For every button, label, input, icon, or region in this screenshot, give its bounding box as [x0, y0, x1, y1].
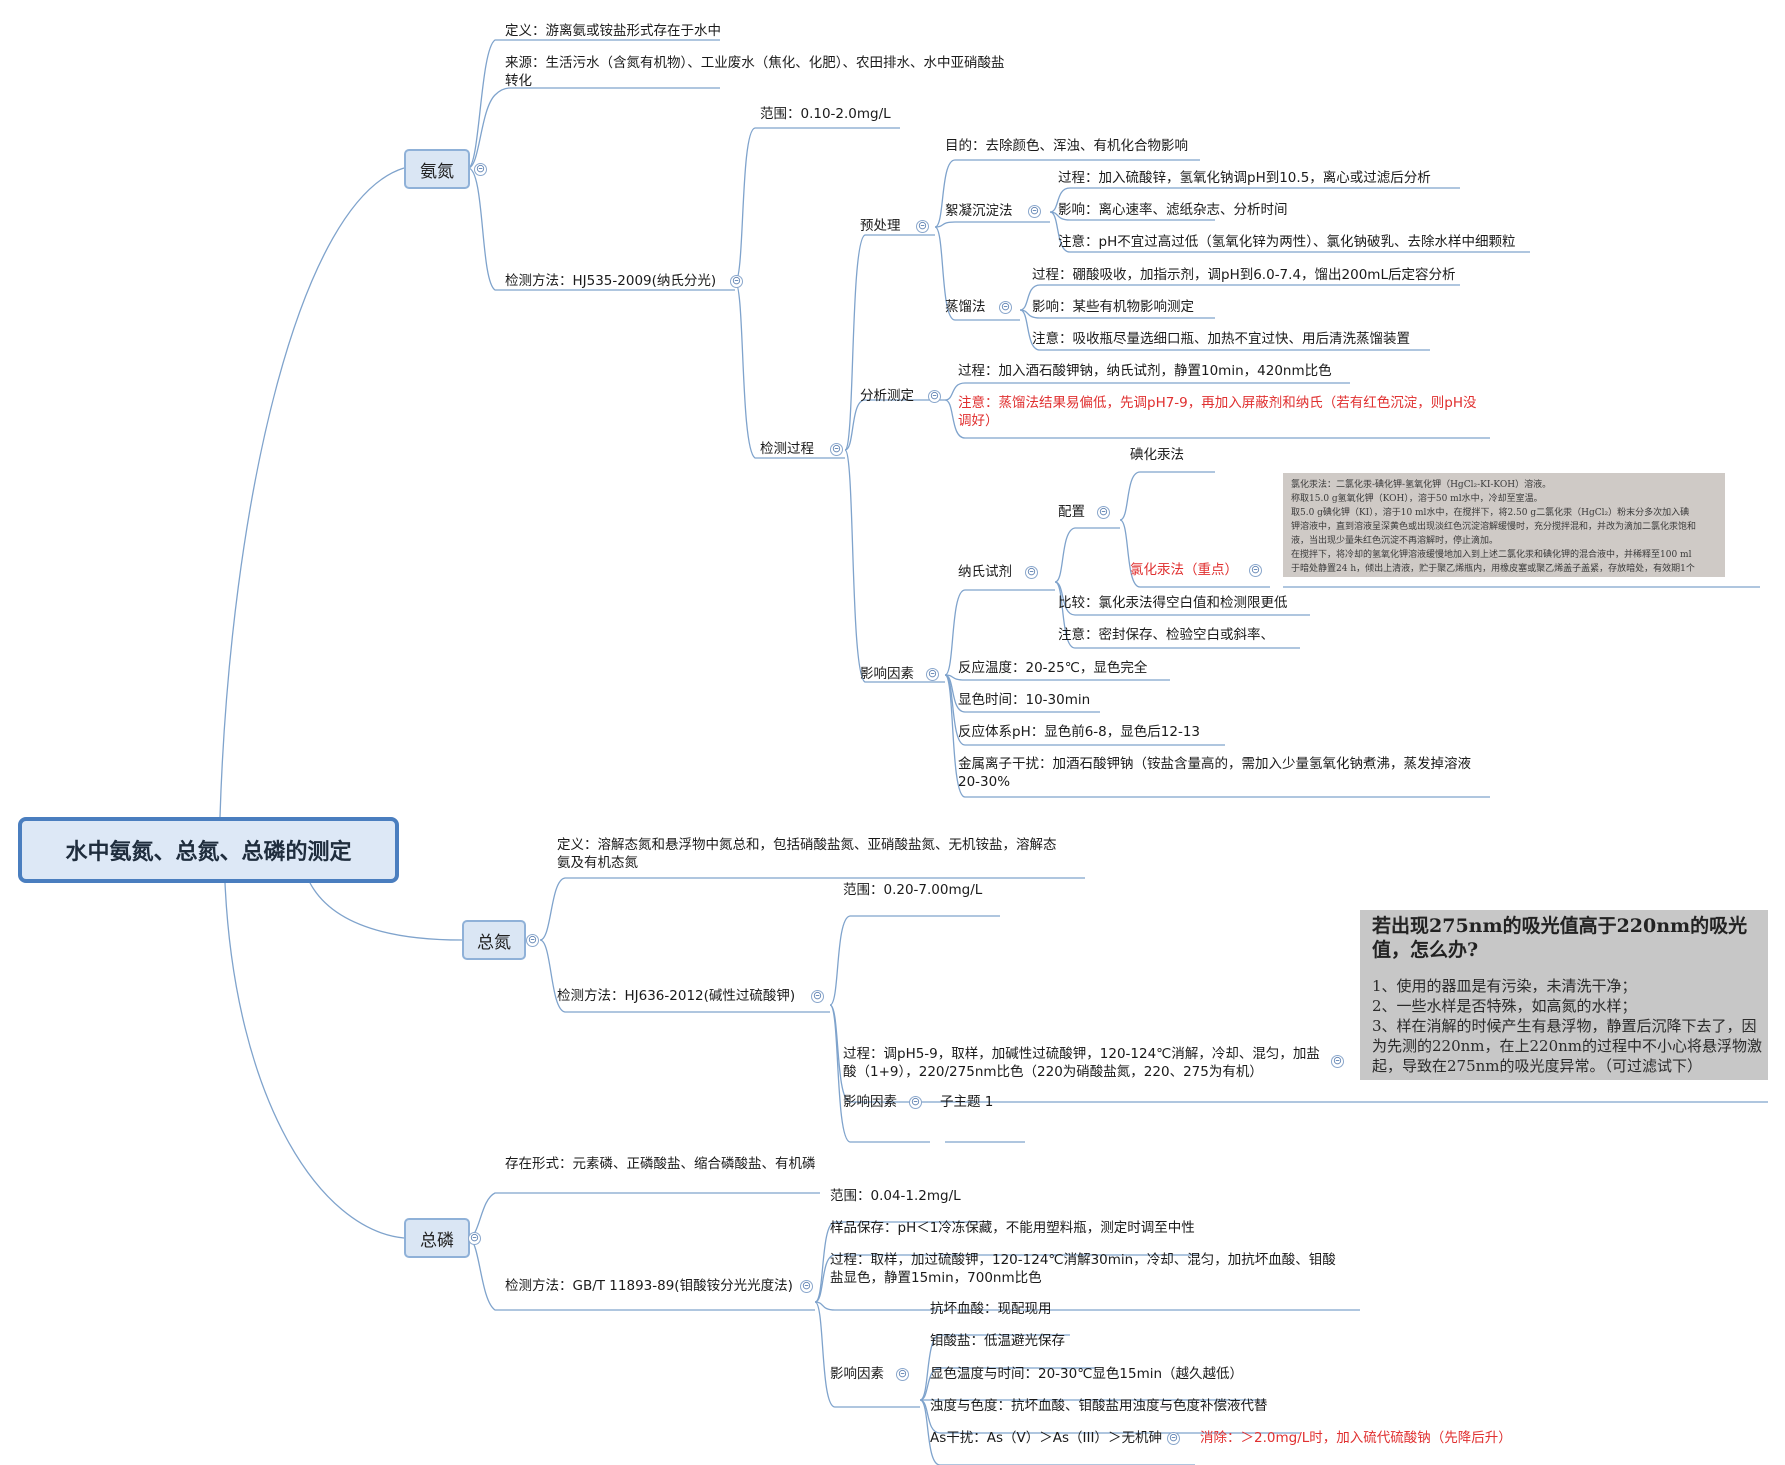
nessler-reagent: 纳氏试剂: [958, 564, 1012, 580]
dist-process: 过程：硼酸吸收，加指示剂，调pH到6.0-7.4，馏出200mL后定容分析: [1032, 267, 1456, 283]
dist-note: 注意：吸收瓶尽量选细口瓶、加热不宜过快、用后清洗蒸馏装置: [1032, 331, 1410, 347]
tp-storage: 样品保存：pH＜1冷冻保藏，不能用塑料瓶，测定时调至中性: [830, 1220, 1195, 1236]
distillation-method: 蒸馏法: [945, 299, 986, 315]
collapse-toggle-icon[interactable]: ⊝: [909, 1095, 922, 1109]
tp-color-temp: 显色温度与时间：20-30℃显色15min（越久越低）: [930, 1366, 1244, 1382]
collapse-toggle-icon[interactable]: ⊝: [800, 1279, 813, 1293]
ammonia-range: 范围：0.10-2.0mg/L: [760, 106, 891, 122]
floc-note: 注意：pH不宜过高过低（氢氧化锌为两性）、氯化钠破乳、去除水样中细颗粒: [1058, 234, 1516, 250]
factor-metal: 金属离子干扰：加酒石酸钾钠（铵盐含量高的，需加入少量氢氧化钠煮沸，蒸发掉溶液20…: [958, 756, 1471, 790]
analysis-process: 过程：加入酒石酸钾钠，纳氏试剂，静置10min，420nm比色: [958, 363, 1332, 379]
tn-subtopic[interactable]: 子主题 1: [940, 1094, 994, 1110]
tn-factors: 影响因素: [843, 1094, 897, 1110]
tp-forms: 存在形式：元素磷、正磷酸盐、缩合磷酸盐、有机磷: [505, 1156, 816, 1172]
iodide-method: 碘化汞法: [1130, 447, 1184, 463]
tp-elimination: 消除：＞2.0mg/L时，加入硫代硫酸钠（先降后升）: [1200, 1430, 1512, 1446]
tp-factors: 影响因素: [830, 1366, 884, 1382]
collapse-toggle-icon[interactable]: ⊝: [1331, 1054, 1344, 1068]
tp-arsenic: As干扰：As（V）＞As（III）＞无机砷: [930, 1430, 1162, 1446]
collapse-toggle-icon[interactable]: ⊝: [474, 162, 487, 176]
collapse-toggle-icon[interactable]: ⊝: [811, 989, 824, 1003]
nessler-note: 注意：密封保存、检验空白或斜率、: [1058, 627, 1274, 643]
ammonia-source: 来源：生活污水（含氮有机物）、工业废水（焦化、化肥）、农田排水、水中亚硝酸盐转化: [505, 55, 1005, 89]
factor-ph: 反应体系pH：显色前6-8，显色后12-13: [958, 724, 1200, 740]
collapse-toggle-icon[interactable]: ⊝: [999, 300, 1012, 314]
tp-method: 检测方法：GB/T 11893-89(钼酸铵分光光度法): [505, 1278, 793, 1294]
analysis: 分析测定: [860, 388, 914, 404]
pretreatment: 预处理: [860, 218, 901, 234]
collapse-toggle-icon[interactable]: ⊝: [926, 667, 939, 681]
root-topic[interactable]: 水中氨氮、总氮、总磷的测定: [18, 817, 399, 883]
flocculation-method: 絮凝沉淀法: [945, 203, 1013, 219]
reagent-recipe-photo: 氯化汞法：二氯化汞-碘化钾-氢氧化钾（HgCl₂-KI-KOH）溶液。 称取15…: [1283, 473, 1725, 577]
dist-effect: 影响：某些有机物影响测定: [1032, 299, 1194, 315]
collapse-toggle-icon[interactable]: ⊝: [1025, 565, 1038, 579]
tn-troubleshoot-photo: 若出现275nm的吸光值高于220nm的吸光值，怎么办? 1、使用的器皿是有污染…: [1360, 910, 1768, 1080]
collapse-toggle-icon[interactable]: ⊝: [730, 274, 743, 288]
collapse-toggle-icon[interactable]: ⊝: [526, 933, 539, 947]
tp-process: 过程：取样，加过硫酸钾，120-124℃消解30min，冷却、混匀，加抗坏血酸、…: [830, 1252, 1336, 1286]
tn-process: 过程：调pH5-9，取样，加碱性过硫酸钾，120-124℃消解，冷却、混匀，加盐…: [843, 1046, 1320, 1080]
tn-definition: 定义：溶解态氮和悬浮物中氮总和，包括硝酸盐氮、亚硝酸盐氮、无机铵盐，溶解态氨及有…: [557, 837, 1057, 871]
collapse-toggle-icon[interactable]: ⊝: [896, 1367, 909, 1381]
collapse-toggle-icon[interactable]: ⊝: [1167, 1431, 1180, 1445]
tp-turbidity: 浊度与色度：抗坏血酸、钼酸盐用浊度与色度补偿液代替: [930, 1398, 1268, 1414]
collapse-toggle-icon[interactable]: ⊝: [916, 219, 929, 233]
collapse-toggle-icon[interactable]: ⊝: [1249, 563, 1262, 577]
ammonia-factors: 影响因素: [860, 666, 914, 682]
floc-process: 过程：加入硫酸锌，氢氧化钠调pH到10.5，离心或过滤后分析: [1058, 170, 1431, 186]
tn-range: 范围：0.20-7.00mg/L: [843, 882, 983, 898]
ammonia-process: 检测过程: [760, 441, 814, 457]
factor-time: 显色时间：10-30min: [958, 692, 1091, 708]
nessler-prep: 配置: [1058, 504, 1085, 520]
pretreatment-purpose: 目的：去除颜色、浑浊、有机化合物影响: [945, 138, 1188, 154]
collapse-toggle-icon[interactable]: ⊝: [928, 389, 941, 403]
collapse-toggle-icon[interactable]: ⊝: [1097, 505, 1110, 519]
tp-ascorbic: 抗坏血酸：现配现用: [930, 1301, 1052, 1317]
analysis-note: 注意：蒸馏法结果易偏低，先调pH7-9，再加入屏蔽剂和纳氏（若有红色沉淀，则pH…: [958, 395, 1477, 429]
topic-ammonia[interactable]: 氨氮: [404, 149, 470, 189]
topic-total-phosphorus[interactable]: 总磷: [404, 1218, 470, 1258]
topic-total-nitrogen[interactable]: 总氮: [462, 920, 526, 960]
tn-method: 检测方法：HJ636-2012(碱性过硫酸钾): [557, 988, 796, 1004]
nessler-compare: 比较：氯化汞法得空白值和检测限更低: [1058, 595, 1288, 611]
ammonia-method: 检测方法：HJ535-2009(纳氏分光): [505, 273, 717, 289]
factor-temp: 反应温度：20-25℃，显色完全: [958, 660, 1148, 676]
tp-molybdate: 钼酸盐：低温避光保存: [930, 1333, 1065, 1349]
floc-effect: 影响：离心速率、滤纸杂志、分析时间: [1058, 202, 1288, 218]
ammonia-definition: 定义：游离氨或铵盐形式存在于水中: [505, 23, 721, 39]
collapse-toggle-icon[interactable]: ⊝: [830, 442, 843, 456]
tp-range: 范围：0.04-1.2mg/L: [830, 1188, 961, 1204]
collapse-toggle-icon[interactable]: ⊝: [468, 1231, 481, 1245]
collapse-toggle-icon[interactable]: ⊝: [1028, 204, 1041, 218]
chloride-method: 氯化汞法（重点）: [1130, 562, 1238, 578]
